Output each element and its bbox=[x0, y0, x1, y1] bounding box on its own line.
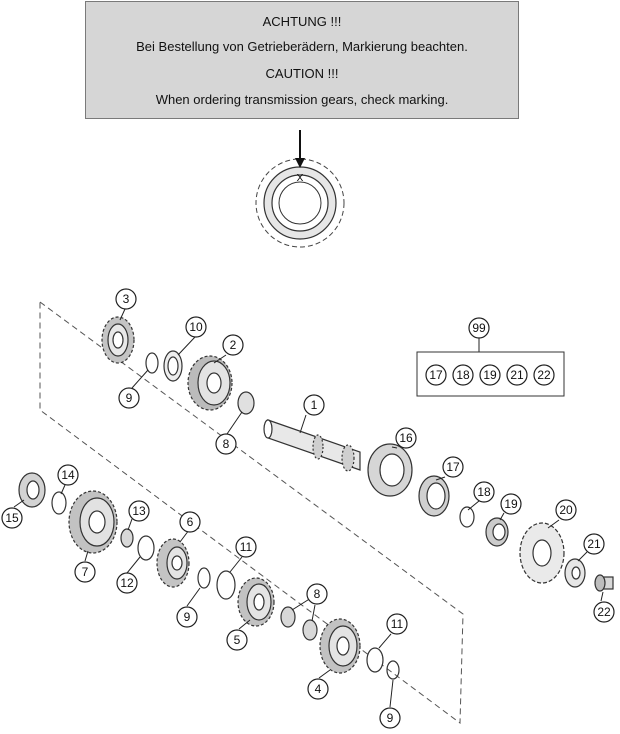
part-14-washer bbox=[51, 491, 67, 515]
svg-text:4: 4 bbox=[315, 682, 322, 696]
callout-18: 18 bbox=[473, 481, 495, 503]
kit-item-19: 19 bbox=[479, 364, 501, 386]
callout-13: 13 bbox=[128, 500, 150, 522]
part-6-gear bbox=[156, 538, 190, 588]
callout-15: 15 bbox=[1, 507, 23, 529]
callout-21: 21 bbox=[583, 533, 605, 555]
svg-text:21: 21 bbox=[510, 368, 524, 382]
caution-notice: ACHTUNG !!! Bei Bestellung von Getrieber… bbox=[85, 1, 519, 119]
kit-item-21: 21 bbox=[506, 364, 528, 386]
part-9-circlip-lower bbox=[197, 567, 211, 589]
part-3-gear bbox=[101, 316, 135, 364]
callout-12: 12 bbox=[116, 572, 138, 594]
part-13-bushing bbox=[120, 528, 134, 548]
svg-text:12: 12 bbox=[120, 576, 134, 590]
svg-text:14: 14 bbox=[61, 468, 75, 482]
callout-4: 4 bbox=[307, 678, 329, 700]
svg-text:5: 5 bbox=[234, 633, 241, 647]
svg-text:22: 22 bbox=[597, 605, 611, 619]
callout-9-mid: 9 bbox=[176, 606, 198, 628]
part-8-bearing bbox=[237, 391, 255, 415]
marking-label: X bbox=[297, 173, 304, 184]
part-7-gear bbox=[68, 490, 118, 554]
part-20-sprocket bbox=[519, 522, 565, 584]
svg-text:15: 15 bbox=[5, 511, 19, 525]
callout-10: 10 bbox=[185, 316, 207, 338]
notice-text-en: When ordering transmission gears, check … bbox=[155, 92, 449, 107]
svg-text:11: 11 bbox=[391, 617, 404, 631]
part-16-bearing bbox=[367, 443, 413, 497]
callout-8-lower: 8 bbox=[306, 583, 328, 605]
part-11-washer bbox=[216, 570, 236, 600]
callout-9-bottom: 9 bbox=[379, 707, 401, 729]
part-8-bearing-lower-b bbox=[302, 619, 318, 641]
callout-6: 6 bbox=[179, 511, 201, 533]
part-5-gear bbox=[237, 577, 275, 627]
callout-7: 7 bbox=[74, 561, 96, 583]
callout-14: 14 bbox=[57, 464, 79, 486]
callout-99: 99 bbox=[468, 317, 490, 339]
part-9-circlip-end bbox=[386, 660, 400, 680]
kit-item-18: 18 bbox=[452, 364, 474, 386]
callout-2: 2 bbox=[222, 334, 244, 356]
assembly-outline bbox=[39, 301, 464, 724]
svg-text:11: 11 bbox=[240, 540, 253, 554]
svg-text:8: 8 bbox=[223, 437, 230, 451]
notice-text-de: Bei Bestellung von Getrieberädern, Marki… bbox=[136, 39, 468, 54]
kit-item-17: 17 bbox=[425, 364, 447, 386]
svg-text:9: 9 bbox=[387, 711, 394, 725]
callout-11-mid: 11 bbox=[235, 536, 257, 558]
svg-text:19: 19 bbox=[504, 497, 518, 511]
callout-8-top: 8 bbox=[215, 433, 237, 455]
callout-3: 3 bbox=[115, 288, 137, 310]
svg-text:99: 99 bbox=[472, 321, 486, 335]
callout-9-top: 9 bbox=[118, 387, 140, 409]
callout-5: 5 bbox=[226, 629, 248, 651]
callout-17: 17 bbox=[442, 456, 464, 478]
svg-text:6: 6 bbox=[187, 515, 194, 529]
svg-text:19: 19 bbox=[483, 368, 497, 382]
svg-text:17: 17 bbox=[446, 460, 460, 474]
svg-text:7: 7 bbox=[82, 565, 89, 579]
notice-heading-en: CAUTION !!! bbox=[265, 66, 339, 81]
svg-text:10: 10 bbox=[189, 320, 203, 334]
notice-heading-de: ACHTUNG !!! bbox=[262, 14, 342, 29]
svg-text:16: 16 bbox=[399, 431, 413, 445]
part-4-gear bbox=[319, 618, 361, 674]
svg-text:1: 1 bbox=[311, 398, 318, 412]
part-11-washer-lower bbox=[366, 647, 384, 673]
svg-text:8: 8 bbox=[314, 587, 321, 601]
svg-text:13: 13 bbox=[132, 504, 146, 518]
part-12-washer bbox=[137, 535, 155, 561]
part-22-bolt bbox=[594, 574, 614, 592]
callout-16: 16 bbox=[395, 427, 417, 449]
callout-22: 22 bbox=[593, 601, 615, 623]
part-8-bearing-lower-a bbox=[280, 606, 296, 628]
part-2-gear bbox=[187, 355, 233, 411]
svg-text:18: 18 bbox=[477, 485, 491, 499]
callout-11-lower: 11 bbox=[386, 613, 408, 635]
part-18-oring bbox=[459, 506, 475, 528]
svg-text:20: 20 bbox=[559, 503, 573, 517]
svg-text:21: 21 bbox=[587, 537, 601, 551]
marking-gear: X bbox=[255, 130, 345, 248]
svg-text:2: 2 bbox=[230, 338, 237, 352]
svg-text:9: 9 bbox=[184, 610, 191, 624]
svg-text:22: 22 bbox=[537, 368, 551, 382]
callouts: 3 10 2 9 1 8 99 17 18 19 21 22 16 17 18 … bbox=[1, 288, 615, 729]
svg-text:3: 3 bbox=[123, 292, 130, 306]
svg-text:9: 9 bbox=[126, 391, 133, 405]
callout-20: 20 bbox=[555, 499, 577, 521]
svg-text:17: 17 bbox=[429, 368, 443, 382]
callout-1: 1 bbox=[303, 394, 325, 416]
part-9-circlip bbox=[145, 352, 159, 374]
callout-19: 19 bbox=[500, 493, 522, 515]
part-1-shaft bbox=[263, 419, 361, 472]
kit-item-22: 22 bbox=[533, 364, 555, 386]
parts bbox=[18, 316, 614, 680]
leader-lines bbox=[13, 308, 604, 708]
svg-text:18: 18 bbox=[456, 368, 470, 382]
